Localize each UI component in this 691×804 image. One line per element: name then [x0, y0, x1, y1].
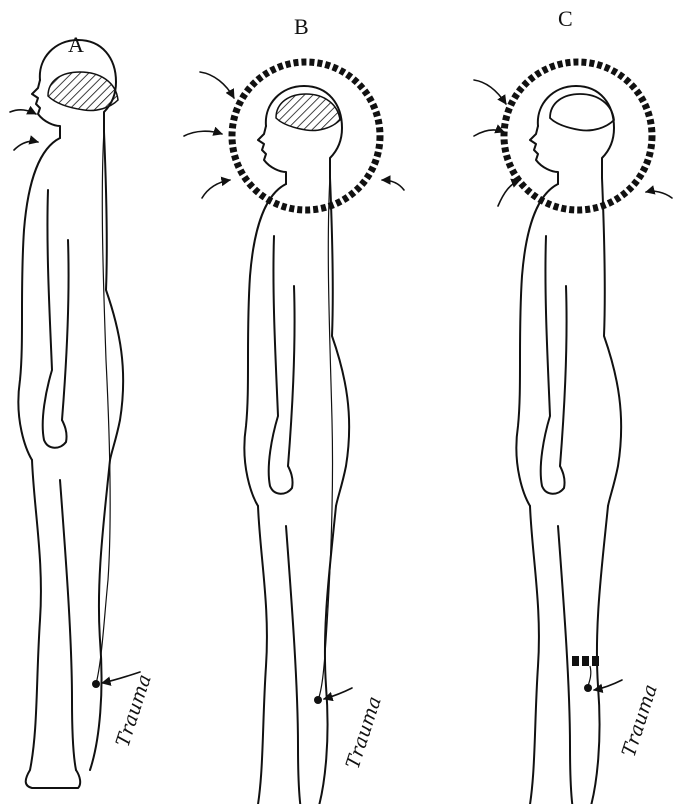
- figure-c-stimulus-arrow-4: [646, 191, 672, 198]
- figure-b-stimulus-arrow-2: [184, 131, 222, 136]
- figure-c-sensory-halo: [504, 62, 652, 210]
- figure-c-label: C: [558, 6, 573, 31]
- figure-b-brain-hatched: [276, 94, 340, 131]
- figure-b-stimulus-arrow-4: [382, 180, 404, 190]
- figure-b: Trauma: [184, 62, 404, 804]
- figure-b-trauma-arrow: [324, 688, 352, 699]
- figure-a-trauma-point: [92, 680, 100, 688]
- figure-a-label: A: [68, 32, 84, 57]
- figure-a-brain-hatched: [48, 72, 118, 111]
- figure-a: Trauma: [10, 40, 156, 788]
- figure-c-nerve-block-2: [582, 656, 589, 666]
- figure-c-nerve-stub: [588, 666, 591, 686]
- figure-a-stimulus-arrow-1: [10, 110, 36, 114]
- figure-c-stimulus-arrow-2: [474, 130, 504, 136]
- figure-c-stimulus-arrow-1: [474, 80, 506, 104]
- figure-b-trauma-point: [314, 696, 322, 704]
- figure-c-nerve-block-1: [572, 656, 579, 666]
- figure-a-stimulus-arrow-2: [14, 141, 38, 150]
- figure-b-label: B: [294, 14, 309, 39]
- figure-c-nerve-block-3: [592, 656, 599, 666]
- figure-c-trauma-point: [584, 684, 592, 692]
- figure-b-stimulus-arrow-3: [202, 180, 230, 198]
- figure-c-stimulus-arrow-3: [498, 180, 520, 206]
- figure-c: Trauma: [474, 62, 672, 804]
- figure-c-trauma-label: Trauma: [618, 682, 662, 760]
- figure-a-trauma-label: Trauma: [112, 672, 156, 750]
- figure-b-sensory-halo: [232, 62, 380, 210]
- figure-b-stimulus-arrow-1: [200, 72, 234, 98]
- figure-b-trauma-label: Trauma: [342, 694, 386, 772]
